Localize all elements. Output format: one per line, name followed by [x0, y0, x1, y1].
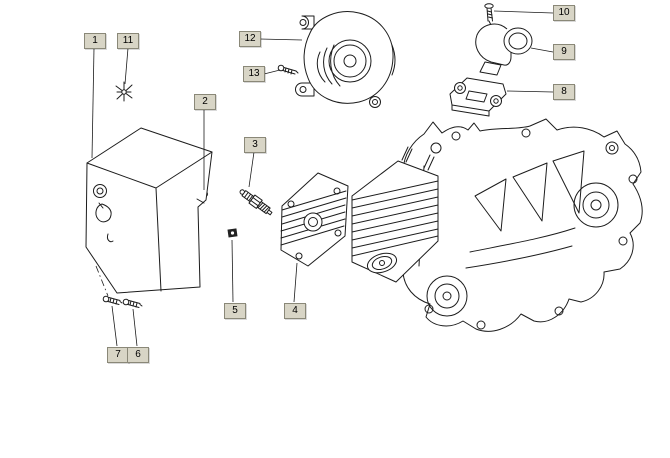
nut-drawing [227, 228, 238, 238]
intake-manifold-drawing [475, 23, 533, 76]
screw-6-drawing [122, 298, 143, 308]
manifold-spacer-drawing [449, 77, 507, 117]
callout-4[interactable]: 4 [284, 303, 306, 319]
callout-13[interactable]: 13 [243, 66, 265, 82]
callout-7[interactable]: 7 [107, 347, 129, 363]
screw-10-drawing [484, 3, 494, 25]
screw-13-drawing [277, 64, 299, 75]
callout-9[interactable]: 9 [553, 44, 575, 60]
cylinder-drawing [351, 146, 439, 283]
callout-2[interactable]: 2 [194, 94, 216, 110]
leader-lines [91, 10, 554, 347]
callout-5[interactable]: 5 [224, 303, 246, 319]
fan-cover-drawing [295, 11, 396, 108]
callout-10[interactable]: 10 [553, 5, 575, 21]
spark-plug-drawing [239, 189, 273, 216]
callout-12[interactable]: 12 [239, 31, 261, 47]
engine-shroud-drawing [85, 127, 213, 294]
callout-3[interactable]: 3 [244, 137, 266, 153]
callout-1[interactable]: 1 [84, 33, 106, 49]
screw-7-drawing [102, 295, 123, 305]
callout-6[interactable]: 6 [127, 347, 149, 363]
callout-11[interactable]: 11 [117, 33, 139, 49]
callout-8[interactable]: 8 [553, 84, 575, 100]
cylinder-head-drawing [280, 172, 349, 267]
crankcase-drawing [385, 118, 643, 332]
clip-drawing [115, 81, 133, 102]
